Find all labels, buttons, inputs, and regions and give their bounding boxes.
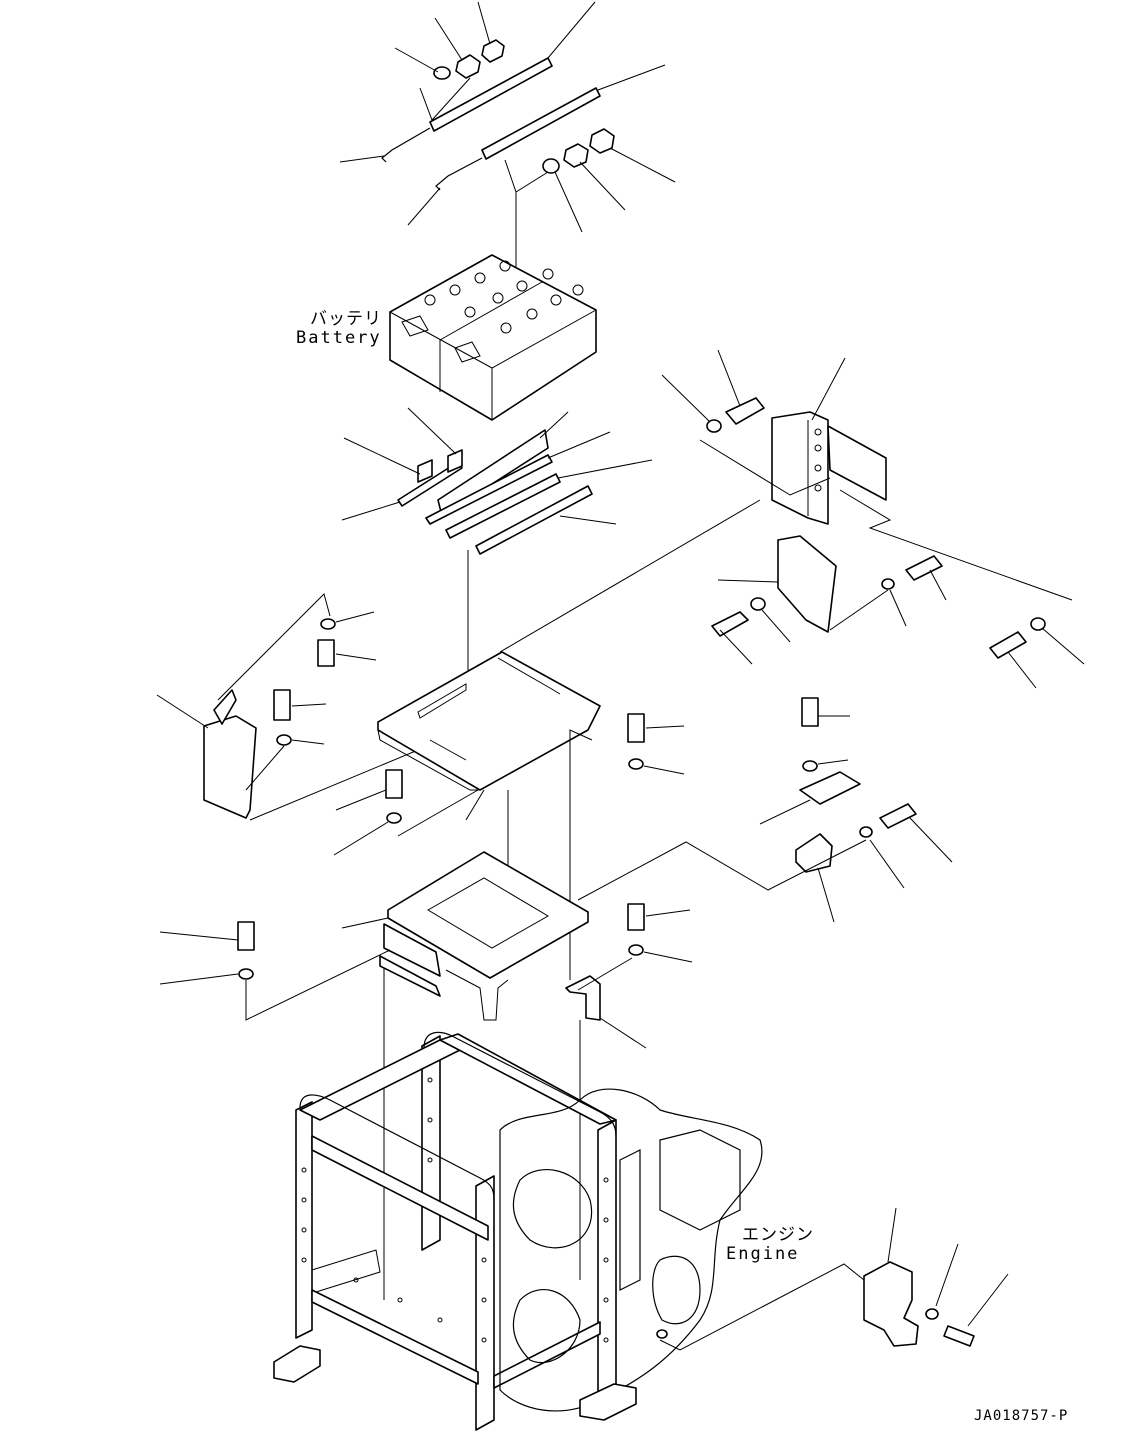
battery-label-english: Battery — [296, 328, 382, 348]
battery-label-japanese: バッテリ — [310, 309, 382, 329]
right-small-bracket — [577, 697, 953, 923]
nut-top-2 — [481, 39, 505, 63]
nut-bottom-2 — [589, 128, 615, 154]
battery-mat-strips — [341, 407, 653, 735]
left-side-bracket — [156, 593, 479, 821]
hold-down-rod-upper — [429, 57, 553, 132]
drawing-code: JA018757-P — [974, 1408, 1069, 1424]
nut-top-1 — [455, 54, 481, 79]
engine-side-bracket — [656, 1207, 1009, 1351]
washer-top-1 — [433, 66, 451, 80]
battery-tray — [333, 499, 761, 980]
right-cover-plate — [711, 535, 1085, 689]
battery-illustration — [389, 254, 597, 421]
nut-bottom-1 — [563, 143, 589, 168]
lower-battery-frame — [159, 851, 693, 1300]
engine-label-japanese: エンジン — [742, 1225, 814, 1245]
right-upper-bracket — [661, 349, 1073, 601]
engine-label-english: Engine — [726, 1244, 800, 1264]
engine-frame-illustration — [273, 1031, 763, 1431]
j-hook-left — [381, 127, 431, 163]
hold-down-assembly — [339, 1, 676, 395]
hold-down-rod-lower — [481, 87, 601, 160]
j-hook-right — [435, 157, 483, 191]
washer-bottom-1 — [542, 158, 560, 174]
